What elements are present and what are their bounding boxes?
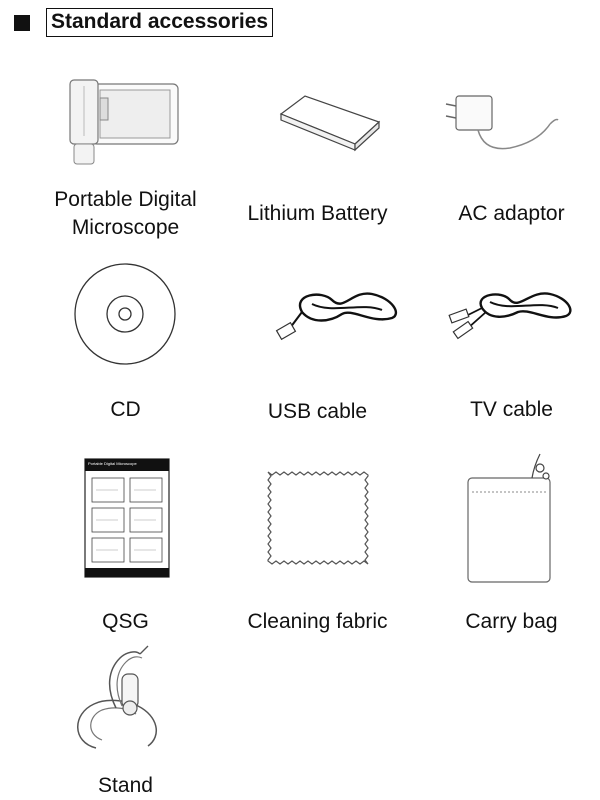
qsg-heading: Portable Digital Microscope: [88, 461, 137, 466]
label-line: Portable Digital: [54, 188, 197, 211]
qsg-booklet-icon: Portable Digital Microscope: [84, 458, 170, 578]
cd-icon: [73, 262, 177, 366]
item-label: Portable Digital Microscope: [28, 186, 223, 242]
microscope-icon: [64, 76, 184, 168]
square-bullet-icon: [14, 14, 30, 31]
section-header: Standard accessories: [14, 8, 274, 37]
item-label: Cleaning fabric: [247, 610, 388, 633]
item-label: Lithium Battery: [247, 202, 388, 225]
item-label: TV cable: [470, 398, 553, 421]
label-line: Microscope: [71, 216, 180, 239]
item-label: CD: [110, 398, 141, 421]
item-label: USB cable: [267, 400, 368, 423]
usb-cable-icon: [272, 284, 412, 344]
section-title: Standard accessories: [46, 8, 274, 37]
item-label: Carry bag: [465, 610, 558, 633]
item-label: QSG: [102, 610, 149, 633]
item-label: Stand: [98, 774, 153, 797]
cleaning-fabric-icon: [264, 468, 372, 568]
item-label: AC adaptor: [458, 202, 565, 225]
stand-icon: [66, 644, 186, 760]
tv-cable-icon: [446, 284, 581, 344]
ac-adaptor-icon: [438, 82, 568, 164]
carry-bag-icon: [462, 448, 562, 588]
battery-icon: [275, 92, 385, 154]
